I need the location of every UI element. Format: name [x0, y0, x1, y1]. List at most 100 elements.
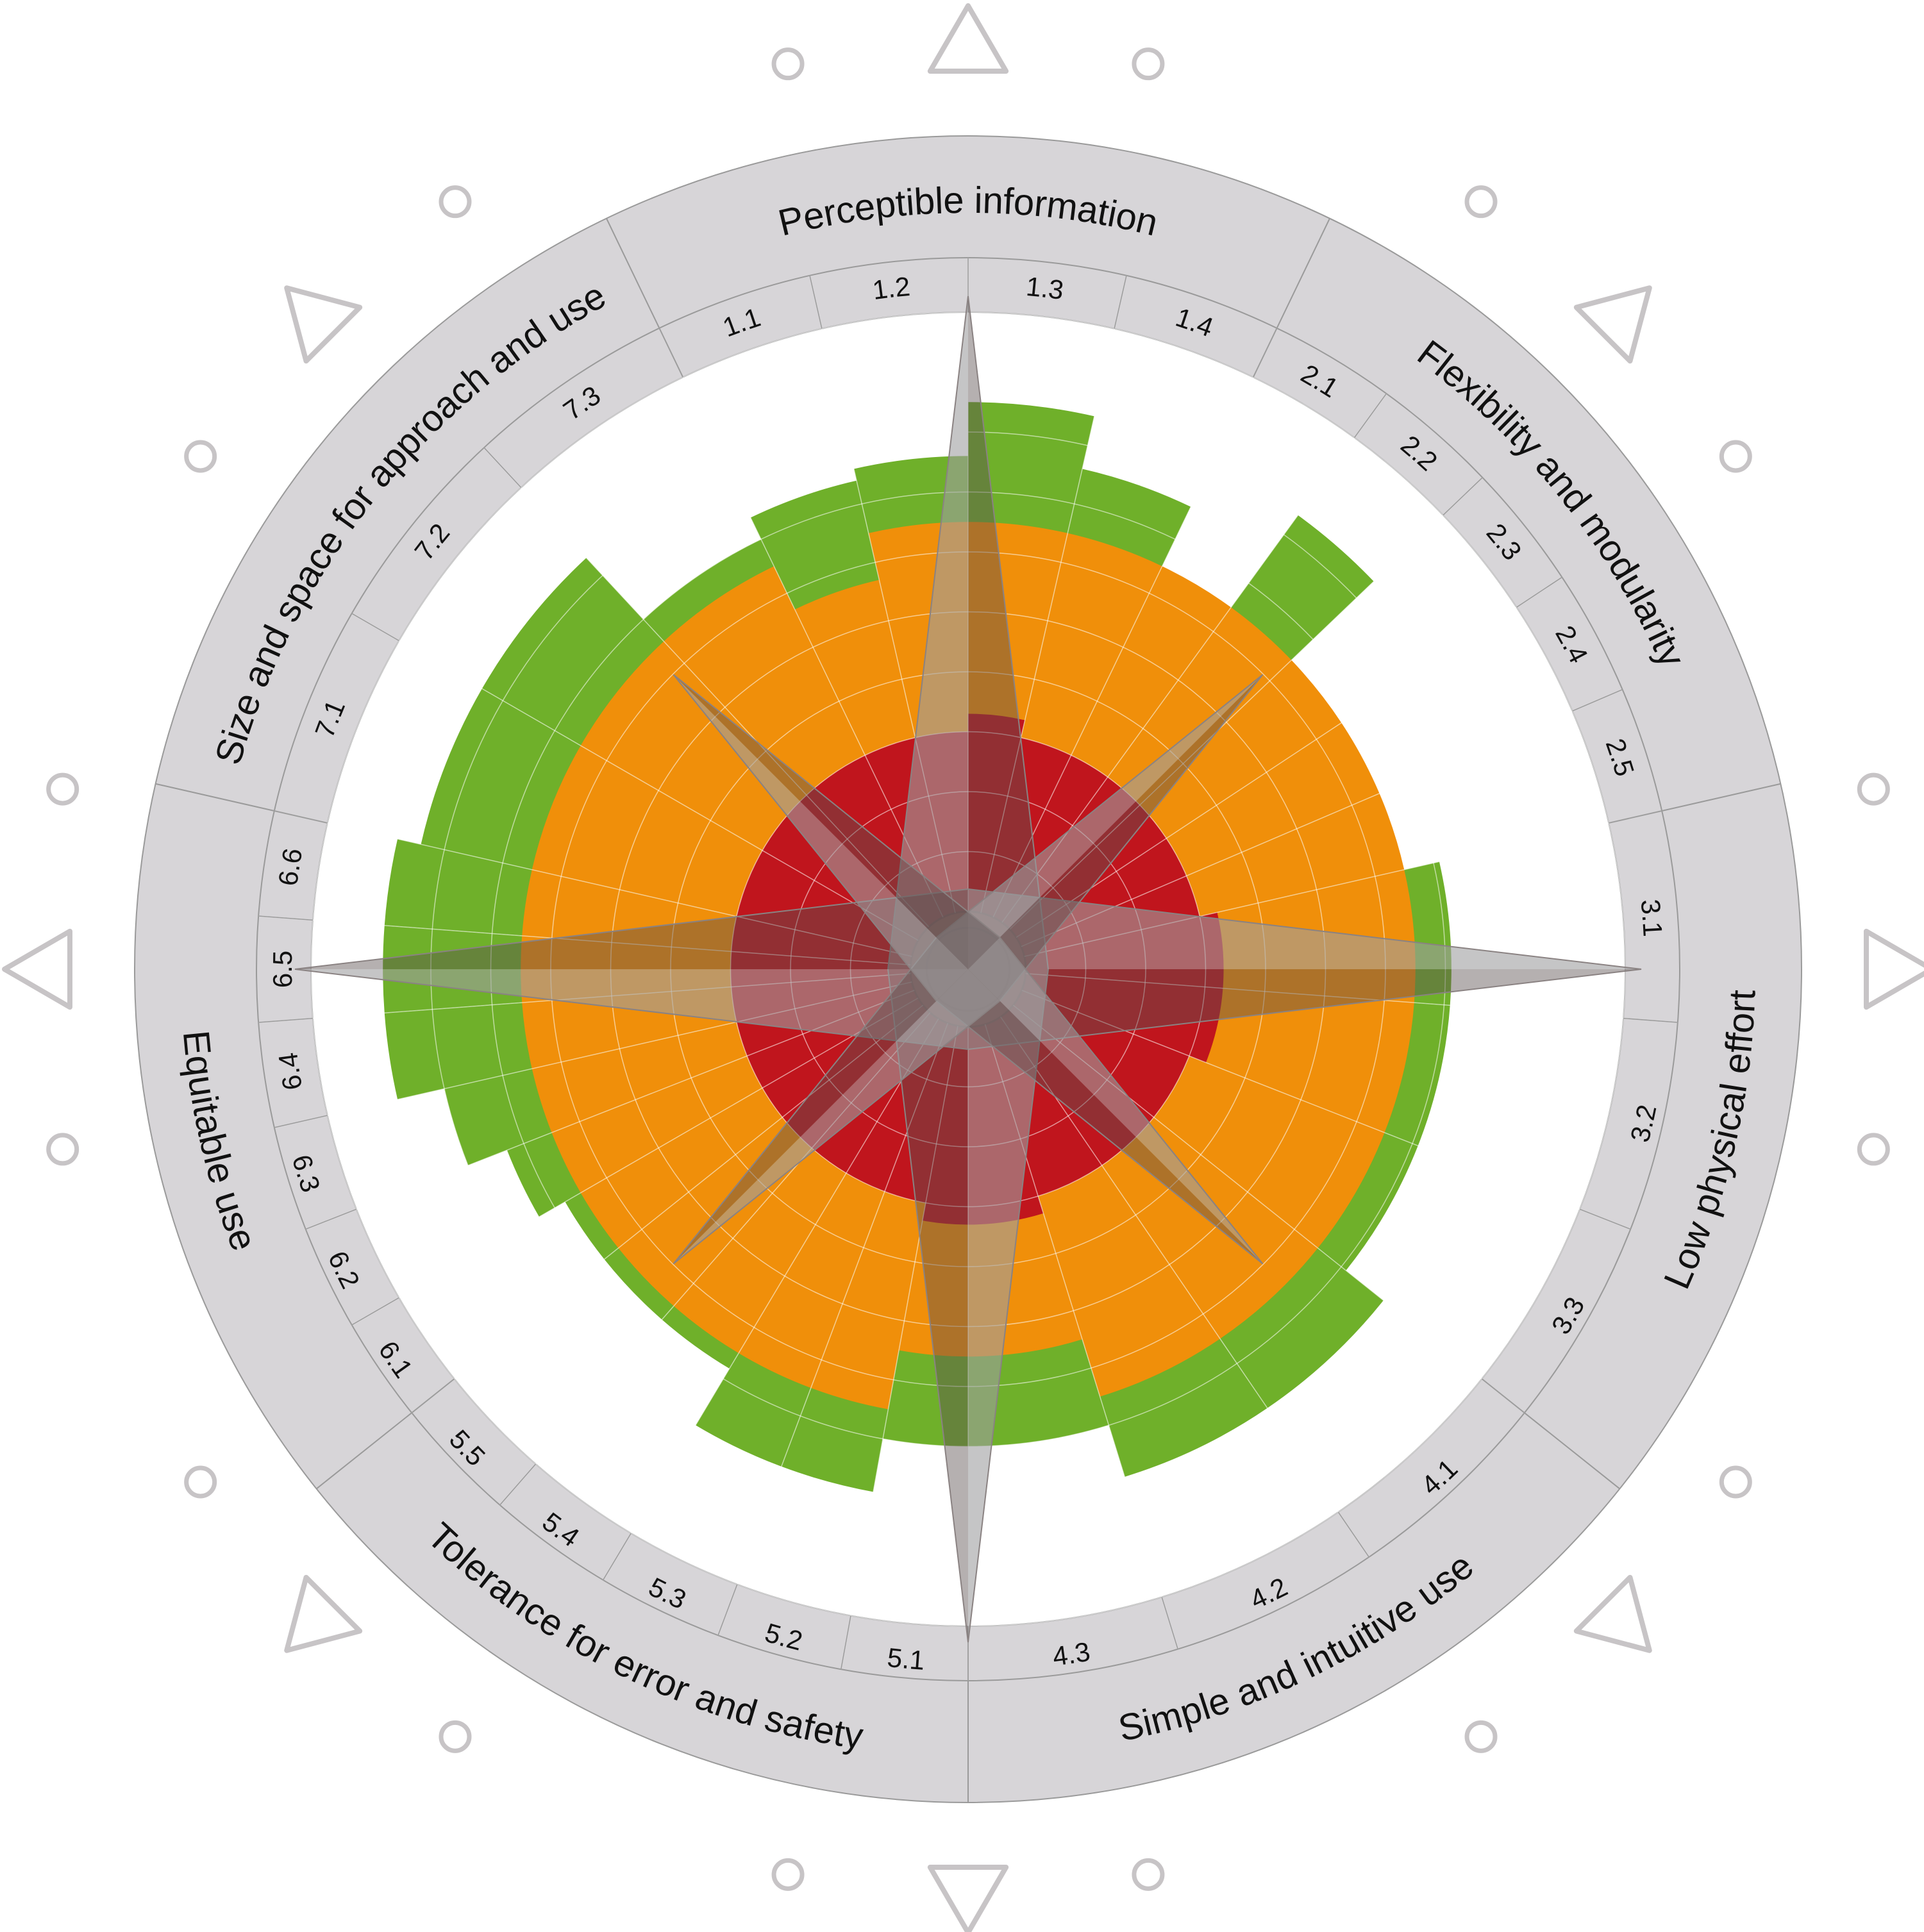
star-outline: [967, 888, 1642, 1050]
star-outline: [673, 674, 1001, 1002]
item-label: 1.3: [1025, 271, 1065, 305]
circle-marker-icon: [1719, 1465, 1752, 1499]
item-divider: [1353, 393, 1387, 438]
grid-spoke: [351, 997, 919, 1326]
grid-spoke: [1025, 972, 1678, 1023]
grid-spoke: [483, 447, 930, 928]
circle-marker-icon: [439, 185, 472, 219]
circle-marker-icon: [771, 47, 805, 81]
grid-spoke: [603, 1018, 939, 1581]
star-outline: [935, 937, 1264, 1265]
item-divider: [1579, 1208, 1631, 1230]
star-point-light: [673, 674, 968, 1001]
ornaments-layer: [2, 3, 1924, 1932]
triangle-marker-icon: [284, 285, 363, 364]
item-divider: [483, 447, 522, 488]
star-point-light: [673, 969, 1000, 1264]
triangle-marker-icon: [284, 1574, 363, 1653]
item-divider: [499, 1463, 537, 1506]
bar-red-3.2: [1021, 973, 1223, 1063]
triangle-marker-icon: [927, 3, 1009, 74]
item-divider: [351, 1297, 399, 1326]
grid-spoke: [1016, 576, 1562, 938]
bar-red-1.4: [981, 737, 1071, 917]
grid-spoke: [980, 275, 1127, 913]
triangle-marker-icon: [927, 1865, 1009, 1932]
grid-spoke: [841, 1026, 958, 1670]
bar-red-5.2: [884, 1023, 958, 1203]
triangle-marker-icon: [2, 928, 72, 1010]
item-divider: [274, 810, 328, 824]
grid-spoke: [351, 613, 919, 941]
star-point-light: [968, 937, 1263, 1264]
item-divider: [1609, 810, 1662, 824]
triangle-marker-icon: [1573, 1574, 1652, 1653]
triangle-marker-icon: [1864, 928, 1924, 1010]
grid-spoke: [411, 1004, 924, 1413]
grid-spoke: [258, 915, 911, 966]
grid-spoke: [1021, 990, 1631, 1230]
item-label: 6.4: [272, 1051, 308, 1092]
item-divider: [1337, 1511, 1369, 1558]
star-point-dark: [936, 969, 1263, 1264]
circle-marker-icon: [1719, 440, 1752, 473]
circle-marker-icon: [46, 772, 79, 806]
star-outline: [935, 674, 1264, 1002]
item-divider: [305, 1208, 357, 1230]
item-label: 4.3: [1051, 1636, 1092, 1672]
star-outline: [294, 888, 969, 1050]
item-divider: [411, 1378, 455, 1413]
grid-spoke: [1009, 477, 1483, 930]
item-divider: [1443, 477, 1483, 516]
circle-marker-icon: [46, 1133, 79, 1166]
item-divider: [1623, 1017, 1678, 1023]
grid-spoke: [274, 810, 912, 957]
item-divider: [809, 275, 823, 329]
star-point-dark: [673, 674, 1000, 969]
grid-spoke: [658, 328, 944, 918]
star-outline: [673, 937, 1001, 1265]
item-divider: [258, 915, 313, 921]
item-label: 6.6: [272, 846, 308, 888]
circle-marker-icon: [771, 1858, 805, 1891]
star-point-light: [936, 674, 1263, 969]
bar-red-1.3: [968, 713, 1025, 913]
item-divider: [1253, 328, 1278, 378]
circle-marker-icon: [1857, 772, 1890, 806]
item-divider: [603, 1533, 632, 1581]
circle-marker-icon: [1464, 185, 1498, 219]
circle-marker-icon: [1857, 1133, 1890, 1166]
bar-red-5.1: [922, 1026, 968, 1225]
grid-spoke: [1000, 1016, 1369, 1558]
circle-marker-icon: [439, 1720, 472, 1753]
item-label: 1.2: [871, 271, 911, 305]
item-divider: [1481, 1378, 1525, 1413]
star-point-dark: [968, 674, 1263, 1001]
item-divider: [1114, 275, 1127, 329]
item-divider: [1572, 689, 1623, 712]
circle-marker-icon: [1464, 1720, 1498, 1753]
item-divider: [841, 1615, 851, 1670]
grid-spoke: [992, 328, 1278, 918]
grid-spoke: [1021, 689, 1623, 947]
item-divider: [274, 1115, 328, 1128]
circle-marker-icon: [1132, 1858, 1165, 1891]
item-divider: [1516, 576, 1562, 608]
circle-marker-icon: [184, 440, 217, 473]
star-point-dark: [673, 937, 968, 1264]
item-label: 3.1: [1635, 898, 1668, 938]
item-label: 5.1: [886, 1642, 926, 1676]
item-divider: [258, 1017, 313, 1023]
circle-marker-icon: [1132, 47, 1165, 81]
star-outline: [887, 969, 1049, 1643]
item-divider: [658, 328, 683, 378]
bar-red-6.6: [731, 916, 912, 965]
item-divider: [351, 613, 399, 642]
compass-star-layer: [294, 296, 1642, 1643]
item-divider: [1161, 1597, 1178, 1649]
item-divider: [717, 1584, 738, 1636]
circle-marker-icon: [184, 1465, 217, 1499]
bar-red-7.1: [736, 850, 919, 956]
